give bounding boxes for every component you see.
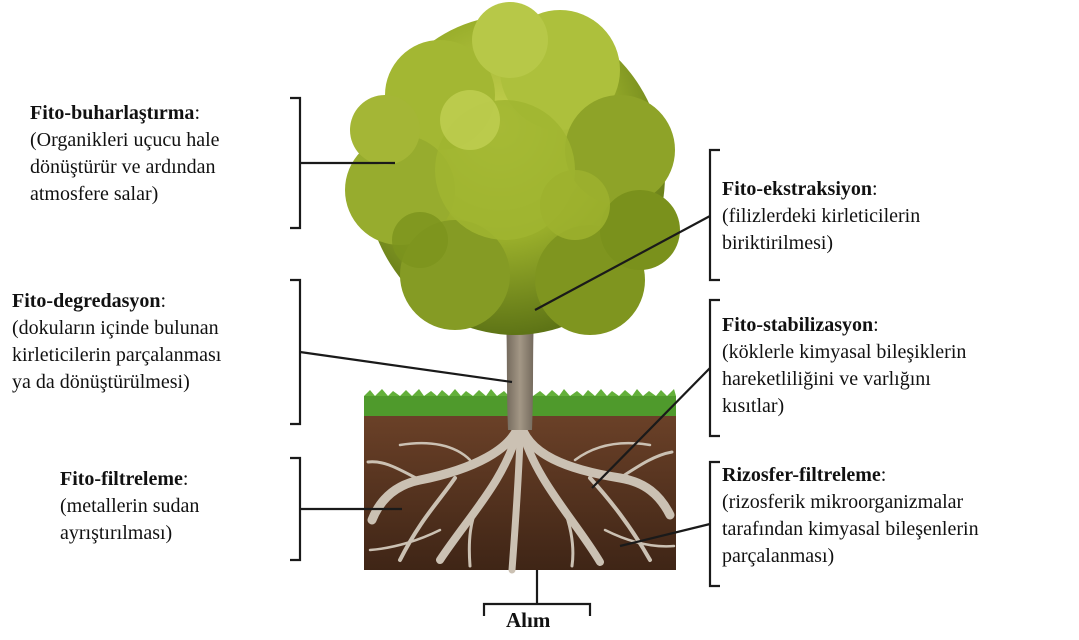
sep-fito-stabilizasyon: : <box>873 314 879 336</box>
sep-fito-ekstraksiyon: : <box>872 178 878 200</box>
label-fito-filtreleme: Fito-filtreleme: (metallerin sudan ayrış… <box>60 466 199 547</box>
desc-line: parçalanması) <box>722 543 979 570</box>
desc-line: atmosfere salar) <box>30 181 220 208</box>
bracket-fito-degredasyon <box>290 280 300 424</box>
desc-line: (köklerle kimyasal bileşiklerin <box>722 339 966 366</box>
label-fito-buharlastirma: Fito-buharlaştırma: (Organikleri uçucu h… <box>30 100 220 208</box>
desc-line: kirleticilerin parçalanması <box>12 342 221 369</box>
title-fito-stabilizasyon: Fito-stabilizasyon <box>722 314 873 336</box>
desc-line: biriktirilmesi) <box>722 230 920 257</box>
title-fito-ekstraksiyon: Fito-ekstraksiyon <box>722 178 872 200</box>
label-alim: Alım <box>506 608 550 633</box>
bracket-fito-filtreleme <box>290 458 300 560</box>
label-fito-degredasyon: Fito-degredasyon: (dokuların içinde bulu… <box>12 288 221 396</box>
desc-line: (Organikleri uçucu hale <box>30 127 220 154</box>
desc-line: ya da dönüştürülmesi) <box>12 369 221 396</box>
bracket-fito-ekstraksiyon <box>710 150 720 280</box>
desc-line: dönüştürür ve ardından <box>30 154 220 181</box>
title-fito-buharlastirma: Fito-buharlaştırma <box>30 102 194 124</box>
desc-line: (dokuların içinde bulunan <box>12 315 221 342</box>
sep-fito-buharlastirma: : <box>194 102 200 124</box>
tree-canopy <box>345 2 680 335</box>
label-rizosfer-filtreleme: Rizosfer-filtreleme: (rizosferik mikroor… <box>722 462 979 570</box>
desc-line: hareketliliğini ve varlığını <box>722 366 966 393</box>
sep-fito-filtreleme: : <box>183 468 189 490</box>
label-fito-ekstraksiyon: Fito-ekstraksiyon: (filizlerdeki kirleti… <box>722 176 920 257</box>
bracket-rizosfer-filtreleme <box>710 462 720 586</box>
title-rizosfer-filtreleme: Rizosfer-filtreleme <box>722 464 881 486</box>
connector-fito-degredasyon <box>300 352 512 382</box>
desc-line: (metallerin sudan <box>60 493 199 520</box>
title-fito-degredasyon: Fito-degredasyon <box>12 290 161 312</box>
desc-line: kısıtlar) <box>722 393 966 420</box>
bracket-fito-buharlastirma <box>290 98 300 228</box>
title-fito-filtreleme: Fito-filtreleme <box>60 468 183 490</box>
label-fito-stabilizasyon: Fito-stabilizasyon: (köklerle kimyasal b… <box>722 312 966 420</box>
desc-line: tarafından kimyasal bileşenlerin <box>722 516 979 543</box>
desc-line: ayrıştırılması) <box>60 520 199 547</box>
bracket-fito-stabilizasyon <box>710 300 720 436</box>
sep-rizosfer-filtreleme: : <box>881 464 887 486</box>
sep-fito-degredasyon: : <box>161 290 167 312</box>
desc-line: (rizosferik mikroorganizmalar <box>722 489 979 516</box>
desc-line: (filizlerdeki kirleticilerin <box>722 203 920 230</box>
